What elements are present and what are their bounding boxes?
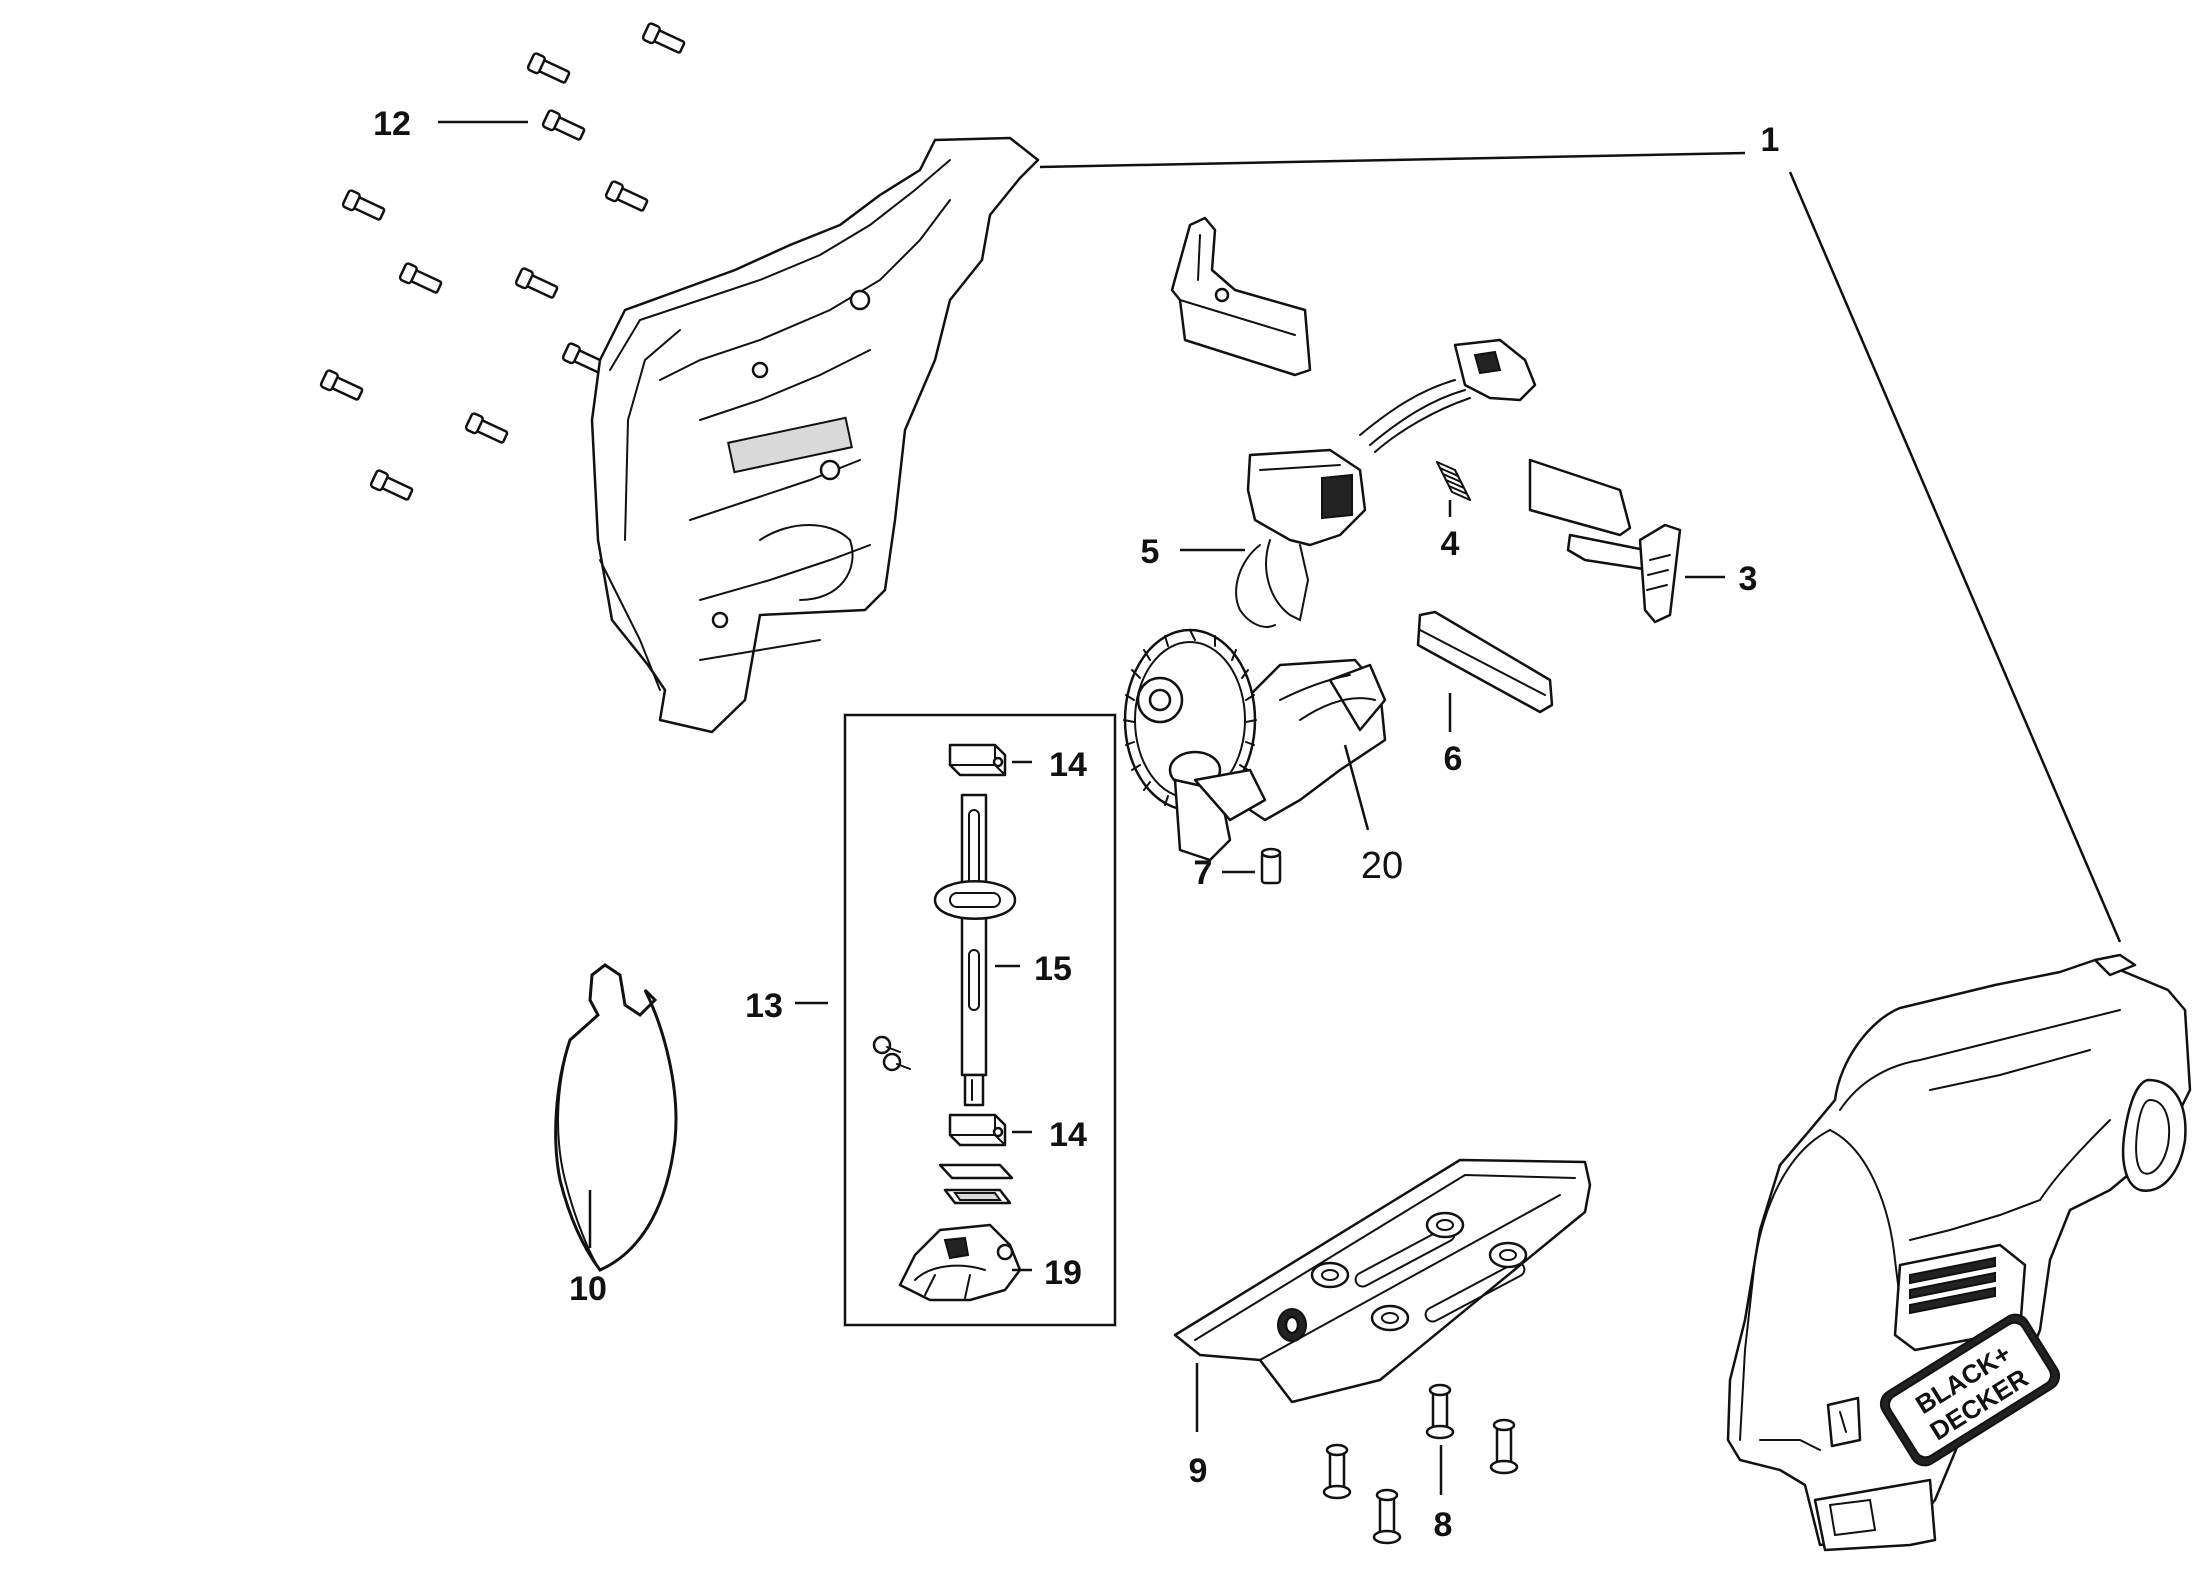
spring-4 xyxy=(1436,461,1471,501)
callout-1: 1 xyxy=(1761,121,1780,159)
callout-8: 8 xyxy=(1434,1506,1453,1544)
group-box-13 xyxy=(843,713,1117,1327)
screw xyxy=(1425,1383,1455,1440)
screw xyxy=(604,180,649,212)
screw xyxy=(526,52,571,84)
screw xyxy=(398,262,443,294)
callout-12: 12 xyxy=(373,105,411,143)
screw xyxy=(514,267,559,299)
screw xyxy=(1489,1418,1519,1475)
callout-19: 19 xyxy=(1044,1254,1082,1292)
plunger-rod-15 xyxy=(933,793,1017,1107)
callout-13: 13 xyxy=(745,987,783,1025)
callout-6: 6 xyxy=(1444,740,1463,778)
callout-4: 4 xyxy=(1441,525,1460,563)
motor-gear-assembly-20 xyxy=(1123,628,1387,862)
bearing-block-14-lower xyxy=(948,1113,1007,1147)
screw xyxy=(369,469,414,501)
screw xyxy=(341,189,386,221)
bearing-block-14-upper xyxy=(948,743,1007,777)
callout-10: 10 xyxy=(569,1270,607,1308)
callout-15: 15 xyxy=(1034,950,1072,988)
callout-5: 5 xyxy=(1141,533,1160,571)
set-screws xyxy=(872,1035,911,1072)
callout-14-upper: 14 xyxy=(1049,746,1087,784)
brand-badge: BLACK+ DECKER xyxy=(1879,1313,2061,1467)
switch-cover-plate xyxy=(1170,216,1312,377)
switch-wire-harness xyxy=(1235,338,1537,628)
callout-labels: 1 12 5 4 3 6 20 7 14 15 13 14 19 10 9 8 xyxy=(373,105,1779,1544)
blade-clamp-19 xyxy=(898,1223,1022,1302)
shoe-screws-8 xyxy=(1322,1383,1519,1545)
leader-1-assembled xyxy=(1788,171,2122,943)
leader-20 xyxy=(1343,744,1370,831)
pin-7 xyxy=(1260,847,1282,885)
trigger-3 xyxy=(1528,458,1682,624)
screw xyxy=(541,109,586,141)
washer-plates xyxy=(938,1163,1014,1205)
callout-7: 7 xyxy=(1194,854,1213,892)
screw xyxy=(464,412,509,444)
leader-1-housing xyxy=(1039,151,1746,169)
housing-half-left xyxy=(590,136,1040,734)
screw xyxy=(1322,1443,1352,1500)
callout-14-lower: 14 xyxy=(1049,1116,1087,1154)
screw xyxy=(1372,1488,1402,1545)
screw xyxy=(319,369,364,401)
wire-clip-10 xyxy=(554,963,678,1272)
screw xyxy=(641,22,686,54)
callout-3: 3 xyxy=(1739,560,1758,598)
assembled-jigsaw: BLACK+ DECKER xyxy=(1726,953,2192,1552)
shoe-plate-9 xyxy=(1173,1158,1592,1404)
callout-20: 20 xyxy=(1361,845,1403,887)
leader-lines xyxy=(438,120,2122,1495)
callout-9: 9 xyxy=(1189,1452,1208,1490)
blade-guard-6 xyxy=(1416,610,1554,714)
